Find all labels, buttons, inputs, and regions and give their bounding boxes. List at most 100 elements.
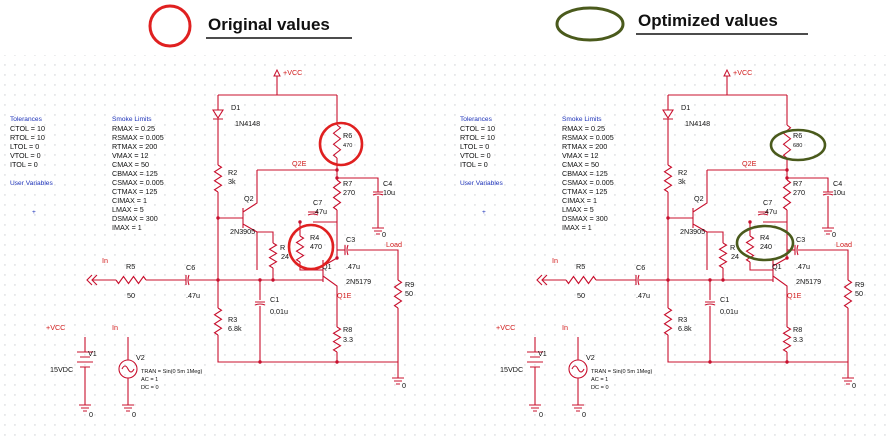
smoke-limit-item: CSMAX = 0.005: [112, 178, 164, 187]
c4-ground-label: 0: [382, 230, 386, 239]
c7-name: C7: [313, 198, 322, 207]
tolerances-title: Tolerances: [460, 116, 493, 123]
c3-name: C3: [346, 235, 355, 244]
tolerance-item: VTOL = 0: [10, 151, 41, 160]
user-variables-label: User Variables: [10, 180, 53, 187]
c4-capacitor: [822, 191, 834, 196]
r3-value: 6.8k: [678, 324, 692, 333]
tolerance-item: LTOL = 0: [460, 142, 489, 151]
junction-dot: [748, 220, 752, 224]
smoke-limit-item: CMAX = 50: [562, 160, 599, 169]
smoke-limit-item: CIMAX = 1: [562, 196, 597, 205]
r7-value: 270: [343, 188, 355, 197]
original-values-label: Original values: [208, 15, 330, 34]
smoke-limit-item: RSMAX = 0.005: [562, 133, 614, 142]
v1-ground-label: 0: [89, 410, 93, 419]
c7-value: .47u: [313, 207, 327, 216]
c4-ground-icon: [372, 227, 384, 235]
r3-name: R3: [678, 315, 687, 324]
r8-name: R8: [343, 325, 352, 334]
r1-top-wire: [257, 231, 274, 243]
smoke-limit-item: DSMAX = 300: [112, 214, 158, 223]
load-ground-label: 0: [402, 381, 406, 390]
c3-capacitor: [794, 244, 799, 256]
smoke-limits-title: Smoke Limits: [112, 116, 152, 123]
v2-tran: TRAN = Sin(0 5m 1Meg): [591, 369, 653, 375]
r7-resistor: [332, 179, 342, 211]
r2-name: R2: [228, 168, 237, 177]
tolerance-item: RTOL = 10: [460, 133, 495, 142]
c1-capacitor: [704, 301, 716, 306]
original-legend-ring: [148, 4, 192, 48]
v1-ground-label: 0: [539, 410, 543, 419]
r7-name: R7: [793, 179, 802, 188]
c6-value: .47u: [186, 291, 200, 300]
r7-name: R7: [343, 179, 352, 188]
optimized-legend-ring: [555, 6, 625, 42]
smoke-limit-item: RTMAX = 200: [562, 142, 607, 151]
c1-name: C1: [720, 295, 729, 304]
v1-ground-icon: [529, 404, 541, 412]
q2e-label: Q2E: [292, 159, 307, 168]
tolerance-item: ITOL = 0: [10, 160, 38, 169]
optimized-values-label: Optimized values: [638, 11, 778, 30]
smoke-limit-item: VMAX = 12: [112, 151, 149, 160]
r7-value: 270: [793, 188, 805, 197]
v2-sine-icon: [571, 365, 585, 373]
r4-name: R4: [310, 233, 319, 242]
vcc-bottom-label: +VCC: [46, 323, 65, 332]
c1-value: 0.01u: [270, 307, 288, 316]
vcc-rail: [218, 76, 337, 96]
r2-value: 3k: [228, 177, 236, 186]
r5-name: R5: [126, 262, 135, 271]
d1-part: 1N4148: [235, 119, 260, 128]
r4-original-highlight: [287, 223, 335, 271]
c3-load-wire: [798, 249, 849, 280]
user-variables-cross: +: [32, 209, 36, 216]
input-label: In: [552, 256, 558, 265]
r5-value: 50: [127, 291, 135, 300]
smoke-limits-title: Smoke Limits: [562, 116, 602, 123]
r1-name: R: [280, 243, 285, 252]
r6-resistor: [332, 124, 342, 159]
r7-resistor: [782, 179, 792, 211]
c7-wire: [313, 210, 338, 223]
q1e-label: Q1E: [337, 291, 352, 300]
junction-dot: [721, 278, 725, 282]
c4-name: C4: [833, 179, 842, 188]
r3-name: R3: [228, 315, 237, 324]
r2-value: 3k: [678, 177, 686, 186]
r5-resistor: [565, 275, 597, 285]
tolerance-item: RTOL = 10: [10, 133, 45, 142]
c7-capacitor: [757, 211, 769, 216]
v2-in-label: In: [562, 323, 568, 332]
v2-ground-icon: [122, 404, 134, 412]
smoke-limit-item: RMAX = 0.25: [562, 124, 605, 133]
v2-in-label: In: [112, 323, 118, 332]
r1-value: 24: [281, 252, 289, 261]
q2-name: Q2: [244, 194, 254, 203]
c7-value: .47u: [763, 207, 777, 216]
r2-name: R2: [678, 168, 687, 177]
r1-name: R: [730, 243, 735, 252]
load-label: Load: [386, 240, 402, 249]
r1-resistor: [718, 242, 728, 269]
c3-value: .47u: [346, 262, 360, 271]
c4-name: C4: [383, 179, 392, 188]
r9-value: 50: [405, 289, 413, 298]
smoke-limit-item: RSMAX = 0.005: [112, 133, 164, 142]
r6-name: R6: [793, 131, 802, 140]
q1-name: Q1: [772, 262, 782, 271]
q2-part: 2N3905: [230, 227, 255, 236]
c6-value: .47u: [636, 291, 650, 300]
d1-name: D1: [231, 103, 240, 112]
smoke-limit-item: LMAX = 5: [112, 205, 144, 214]
v1-battery-icon: [527, 351, 543, 368]
q2-name: Q2: [694, 194, 704, 203]
q1-name: Q1: [322, 262, 332, 271]
r6-original-highlight: [318, 121, 364, 167]
